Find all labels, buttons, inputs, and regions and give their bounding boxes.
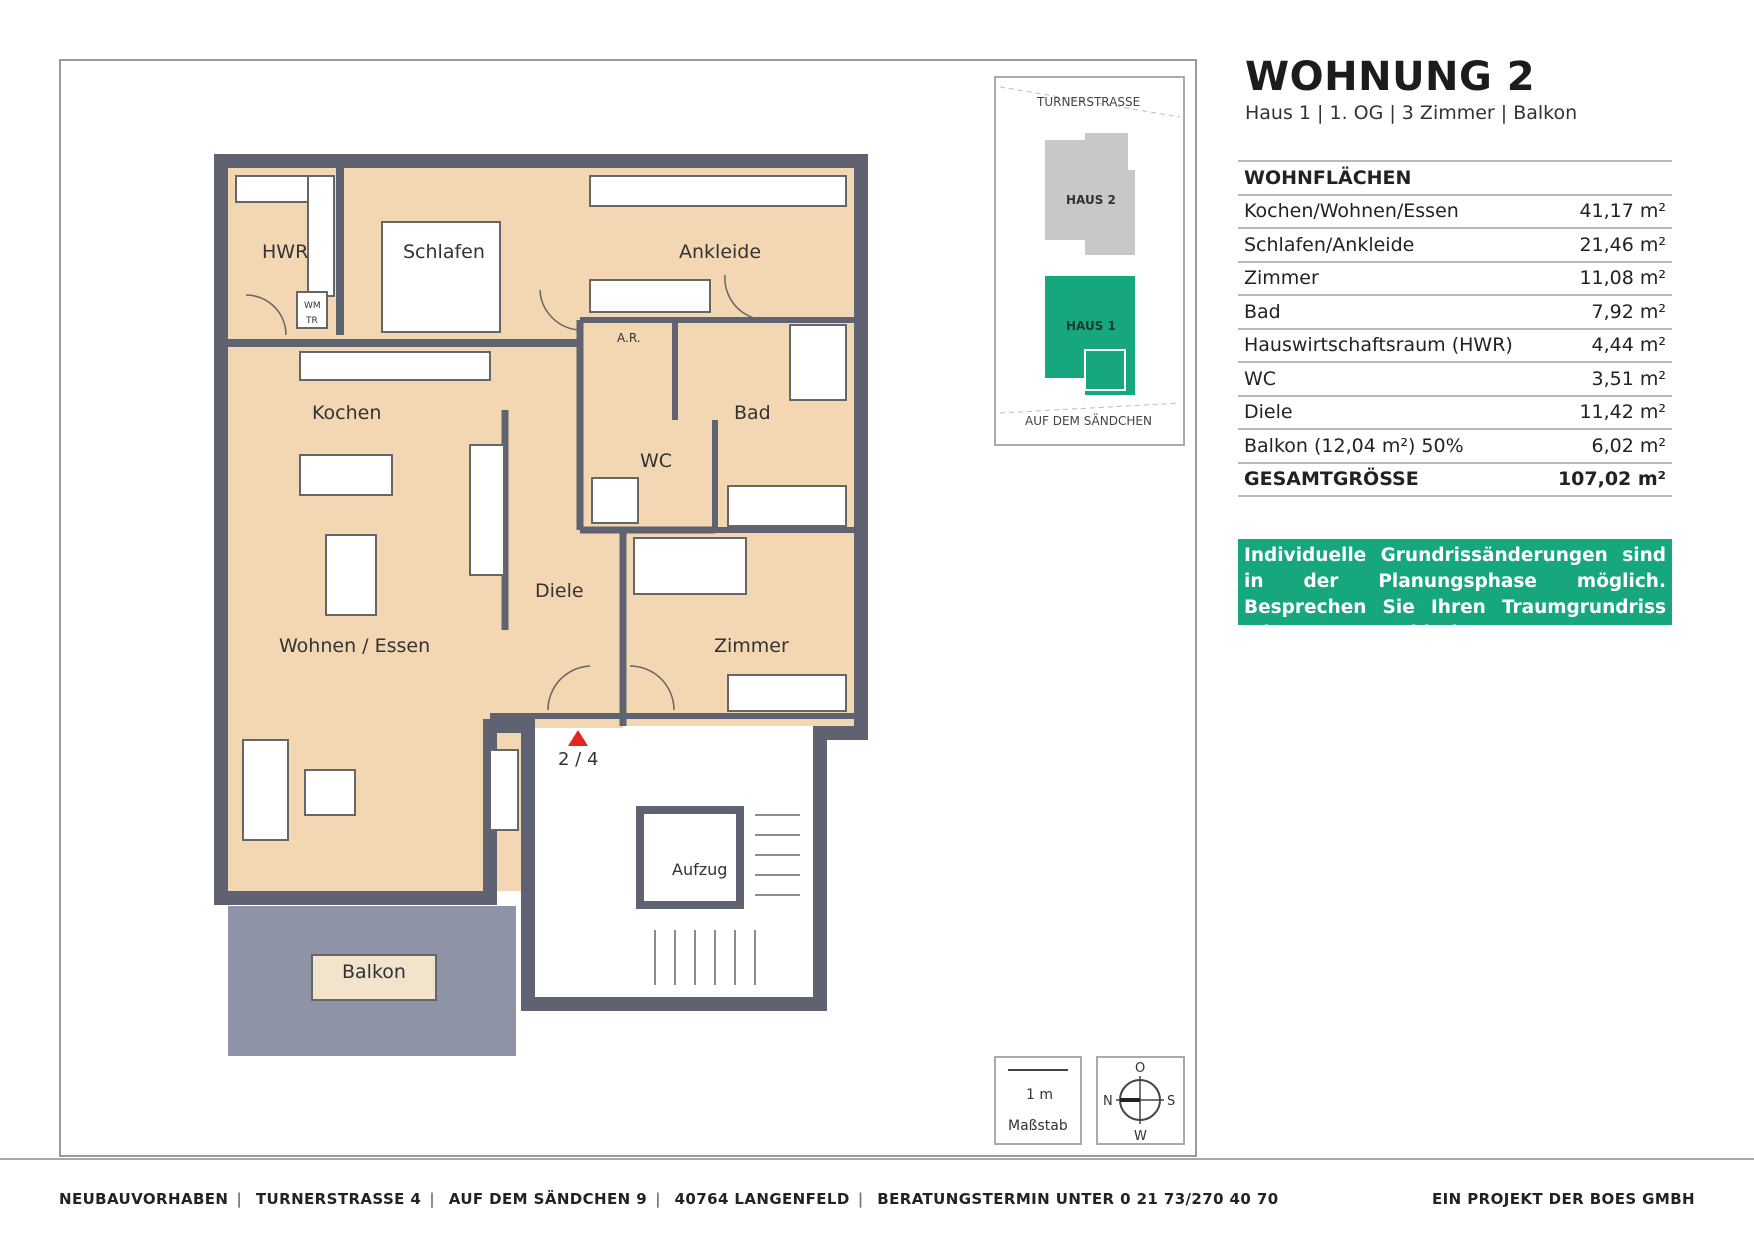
compass-s: S (1167, 1094, 1175, 1109)
outer-wall (214, 154, 868, 1011)
kitchen-counter (299, 351, 491, 381)
apartment-title: WOHNUNG 2 (1245, 54, 1536, 100)
room-label-bad: Bad (734, 402, 771, 424)
bed-zimmer (633, 537, 747, 595)
haus2-building (1045, 133, 1135, 255)
footer-address-2: AUF DEM SÄNDCHEN 9 (448, 1190, 648, 1208)
shower-bad (789, 324, 847, 401)
footer-address-1: TURNERSTRASSE 4 (255, 1190, 422, 1208)
haus2-label: HAUS 2 (1066, 193, 1116, 207)
shower-wc (591, 477, 639, 524)
wardrobe-zimmer (727, 674, 847, 712)
dining-table (325, 534, 377, 616)
compass-o: O (1135, 1061, 1145, 1076)
footer-divider (0, 1158, 1754, 1160)
coffee-table (304, 769, 356, 816)
area-row: Balkon (12,04 m²) 50%6,02 m² (1238, 430, 1672, 464)
stairs (654, 814, 800, 985)
street-line-bottom (999, 402, 1181, 414)
room-label-zimmer: Zimmer (714, 635, 789, 657)
footer-city: 40764 LANGENFELD (674, 1190, 850, 1208)
haus1-unit-outline (1084, 349, 1126, 391)
room-label-ankleide: Ankleide (679, 241, 761, 263)
footer-phone: BERATUNGSTERMIN UNTER 0 21 73/270 40 70 (877, 1190, 1279, 1208)
floor-plan-frame (59, 59, 1197, 1157)
compass-n: N (1103, 1094, 1113, 1109)
area-table-heading: WOHNFLÄCHEN (1238, 160, 1672, 196)
room-label-balkon: Balkon (342, 961, 406, 983)
apartment-floor (228, 168, 854, 894)
kitchen-island (299, 454, 393, 496)
footer-developer: EIN PROJEKT DER BOES GMBH (1432, 1190, 1695, 1208)
compass-w: W (1134, 1129, 1147, 1144)
scale-value: 1 m (1026, 1087, 1053, 1103)
hwr-shelf (307, 175, 335, 297)
room-label-diele: Diele (535, 580, 584, 602)
room-label-ar: A.R. (617, 331, 641, 345)
footer-project: NEUBAUVORHABEN (59, 1190, 229, 1208)
elevator-shaft (636, 806, 744, 909)
apartment-subtitle: Haus 1 | 1. OG | 3 Zimmer | Balkon (1245, 102, 1578, 124)
scale-label: Maßstab (1008, 1118, 1068, 1134)
haus1-label: HAUS 1 (1066, 319, 1116, 333)
haus1-building (1045, 276, 1135, 395)
wardrobe-ankleide (589, 175, 847, 207)
hall-cabinet (489, 749, 519, 831)
room-label-wc: WC (640, 450, 672, 472)
room-label-hwr: HWR (262, 241, 308, 263)
kitchen-tall-units (469, 444, 505, 576)
bed-schlafen (381, 221, 501, 333)
tr-label: TR (305, 316, 318, 326)
entrance-label: 2 / 4 (558, 749, 598, 770)
doors (245, 274, 766, 711)
room-label-wohnen: Wohnen / Essen (279, 635, 430, 657)
footer-info: NEUBAUVORHABEN| TURNERSTRASSE 4| AUF DEM… (59, 1190, 1279, 1208)
area-row: Hauswirtschaftsraum (HWR)4,44 m² (1238, 330, 1672, 363)
street-label-top: TURNERSTRASSE (1036, 95, 1140, 109)
entrance-marker-icon (568, 730, 588, 746)
street-line-top (999, 86, 1181, 118)
room-label-schlafen: Schlafen (403, 241, 485, 263)
street-label-bottom: AUF DEM SÄNDCHEN (1025, 413, 1152, 428)
furniture (235, 175, 847, 841)
washing-machine (296, 291, 328, 329)
room-label-aufzug: Aufzug (672, 860, 727, 879)
dresser (589, 279, 711, 313)
customization-note: Individuelle Grundrissänderungen sind in… (1238, 539, 1672, 644)
balcony-table (311, 954, 437, 1001)
room-label-kochen: Kochen (312, 402, 381, 424)
wm-label: WM (304, 301, 321, 311)
sofa (242, 739, 289, 841)
scale-box (994, 1056, 1082, 1145)
bathtub (727, 485, 847, 527)
